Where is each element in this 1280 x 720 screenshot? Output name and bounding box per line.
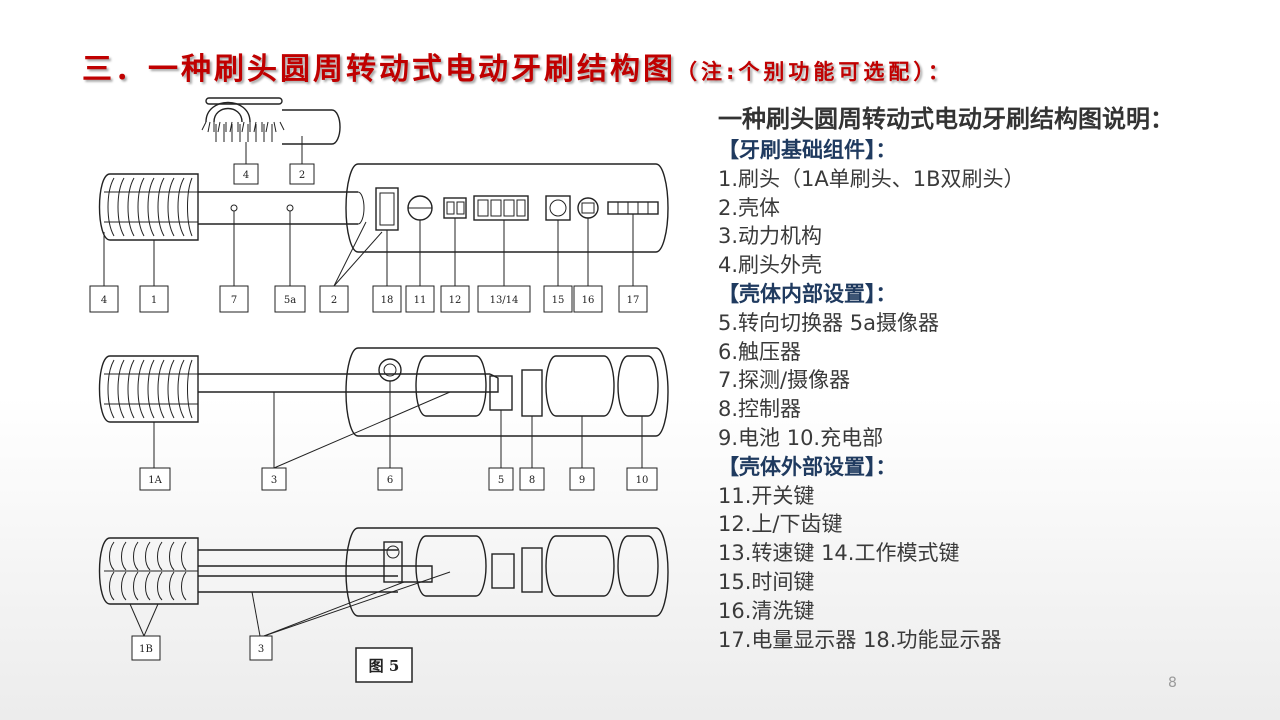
legend-item: 17.电量显示器 18.功能显示器 <box>718 627 1002 652</box>
label-4-top: 4 <box>233 163 259 185</box>
legend-item: 1.刷头（1A单刷头、1B双刷头） <box>718 166 1025 191</box>
toothbrush-structure-diagram: 4 2 4 1 7 5a 2 18 11 12 13/14 15 16 17 1… <box>89 97 669 683</box>
label-3-fig2: 3 <box>261 467 287 491</box>
legend-item: 7.探测/摄像器 <box>718 368 851 393</box>
svg-text:11: 11 <box>414 295 427 306</box>
svg-text:1A: 1A <box>148 475 162 486</box>
legend-item: 12.上/下齿键 <box>718 512 843 537</box>
svg-text:3: 3 <box>258 644 264 655</box>
label-2: 2 <box>319 285 349 313</box>
legend-item: 15.时间键 <box>718 569 815 594</box>
label-15: 15 <box>543 285 573 313</box>
legend-item: 4.刷头外壳 <box>718 253 823 278</box>
svg-text:12: 12 <box>449 295 462 306</box>
svg-text:18: 18 <box>381 295 394 306</box>
label-5: 5 <box>488 467 514 491</box>
legend-item: 13.转速键 14.工作模式键 <box>718 541 960 566</box>
svg-text:9: 9 <box>579 475 585 486</box>
svg-text:5a: 5a <box>284 295 296 306</box>
svg-text:1: 1 <box>151 295 157 306</box>
svg-text:15: 15 <box>552 295 565 306</box>
svg-text:4: 4 <box>243 170 249 181</box>
label-4: 4 <box>89 285 119 313</box>
legend-item: 5.转向切换器 5a摄像器 <box>718 310 939 335</box>
legend-list: 【牙刷基础组件】： 1.刷头（1A单刷头、1B双刷头） 2.壳体 3.动力机构 4.刷头… <box>718 136 1258 654</box>
svg-text:2: 2 <box>299 170 305 181</box>
toothbrush-assembly-2 <box>98 347 669 469</box>
svg-text:17: 17 <box>627 295 640 306</box>
label-9: 9 <box>569 467 595 491</box>
toothbrush-assembly-3 <box>98 527 669 637</box>
svg-text:2: 2 <box>331 295 337 306</box>
svg-text:8: 8 <box>529 475 535 486</box>
label-10: 10 <box>626 467 658 491</box>
label-11: 11 <box>405 285 435 313</box>
label-18: 18 <box>372 285 402 313</box>
slide-title: 三．一种刷头圆周转动式电动牙刷结构图（注:个别功能可选配）： <box>82 44 953 88</box>
label-12: 12 <box>440 285 470 313</box>
label-2-top: 2 <box>289 163 315 185</box>
label-1B: 1B <box>131 635 161 661</box>
legend-section-heading: 【壳体内部设置】： <box>718 281 897 306</box>
figure-caption: 图 5 <box>355 647 413 683</box>
title-note: （注:个别功能可选配）： <box>676 60 953 84</box>
svg-text:6: 6 <box>387 475 393 486</box>
label-6: 6 <box>377 467 403 491</box>
legend-panel: 一种刷头圆周转动式电动牙刷结构图说明： 【牙刷基础组件】： 1.刷头（1A单刷头、… <box>718 104 1258 654</box>
svg-text:1B: 1B <box>139 644 153 655</box>
brush-head-detail <box>201 97 341 164</box>
title-main: 三．一种刷头圆周转动式电动牙刷结构图 <box>82 52 676 87</box>
label-16: 16 <box>573 285 603 313</box>
svg-text:3: 3 <box>271 475 277 486</box>
svg-text:10: 10 <box>636 475 649 486</box>
page-number: 8 <box>1168 675 1177 691</box>
svg-text:图 5: 图 5 <box>369 657 400 675</box>
svg-text:4: 4 <box>101 295 107 306</box>
label-7: 7 <box>219 285 249 313</box>
legend-item: 2.壳体 <box>718 195 781 220</box>
label-13-14: 13/14 <box>477 285 531 313</box>
svg-text:7: 7 <box>231 295 237 306</box>
legend-item: 3.动力机构 <box>718 224 823 249</box>
legend-section-heading: 【壳体外部设置】： <box>718 454 897 479</box>
label-1A: 1A <box>139 467 171 491</box>
legend-section-heading: 【牙刷基础组件】： <box>718 138 897 162</box>
label-5a: 5a <box>274 285 306 313</box>
label-17: 17 <box>618 285 648 313</box>
legend-item: 11.开关键 <box>718 483 815 508</box>
toothbrush-assembly-1 <box>98 163 669 287</box>
svg-text:5: 5 <box>498 475 504 486</box>
legend-heading: 一种刷头圆周转动式电动牙刷结构图说明： <box>718 105 1174 133</box>
label-8: 8 <box>519 467 545 491</box>
legend-item: 6.触压器 <box>718 339 802 364</box>
legend-item: 16.清洗键 <box>718 598 815 623</box>
svg-text:16: 16 <box>582 295 595 306</box>
legend-item: 9.电池 10.充电部 <box>718 425 884 450</box>
svg-text:13/14: 13/14 <box>490 295 519 306</box>
label-3-fig3: 3 <box>249 635 273 661</box>
legend-item: 8.控制器 <box>718 397 802 422</box>
label-1: 1 <box>139 285 169 313</box>
